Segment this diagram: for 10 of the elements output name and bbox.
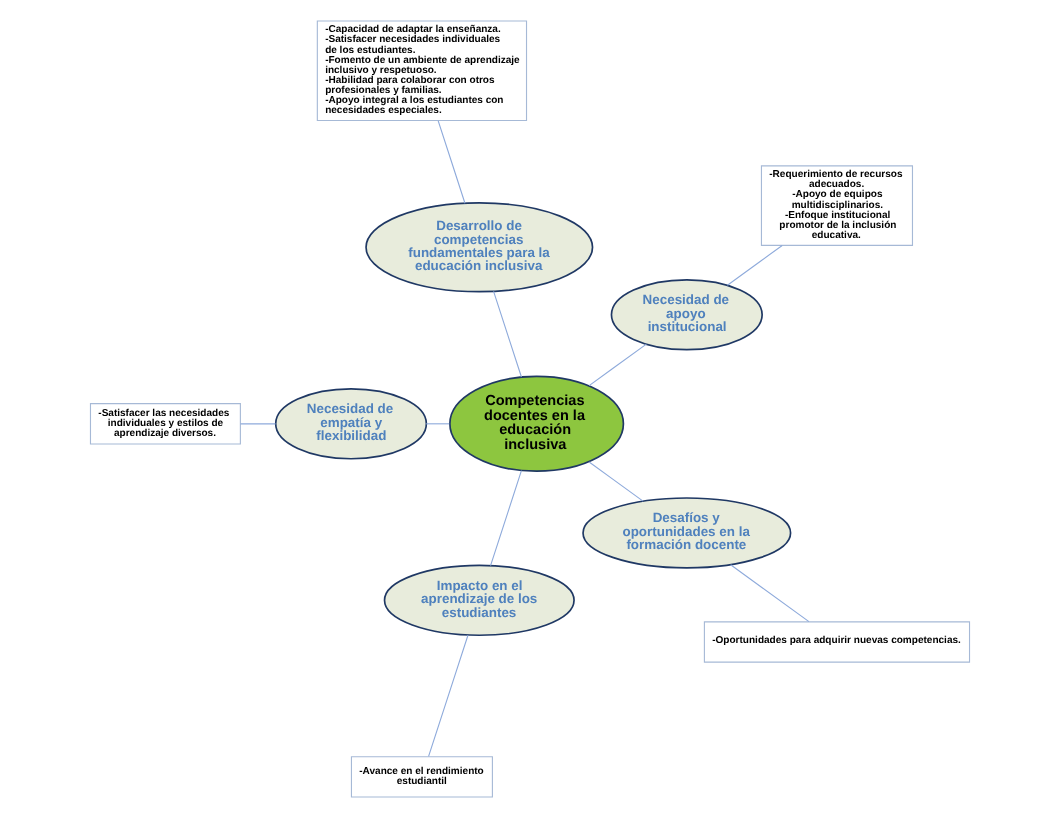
connector [424,423,449,425]
connector [492,290,521,378]
connector [489,470,521,567]
connector [587,343,646,387]
connector [587,461,643,502]
connector [725,244,782,286]
connector [427,634,468,757]
connector [239,423,276,425]
connector [729,564,809,623]
connector [436,120,465,204]
